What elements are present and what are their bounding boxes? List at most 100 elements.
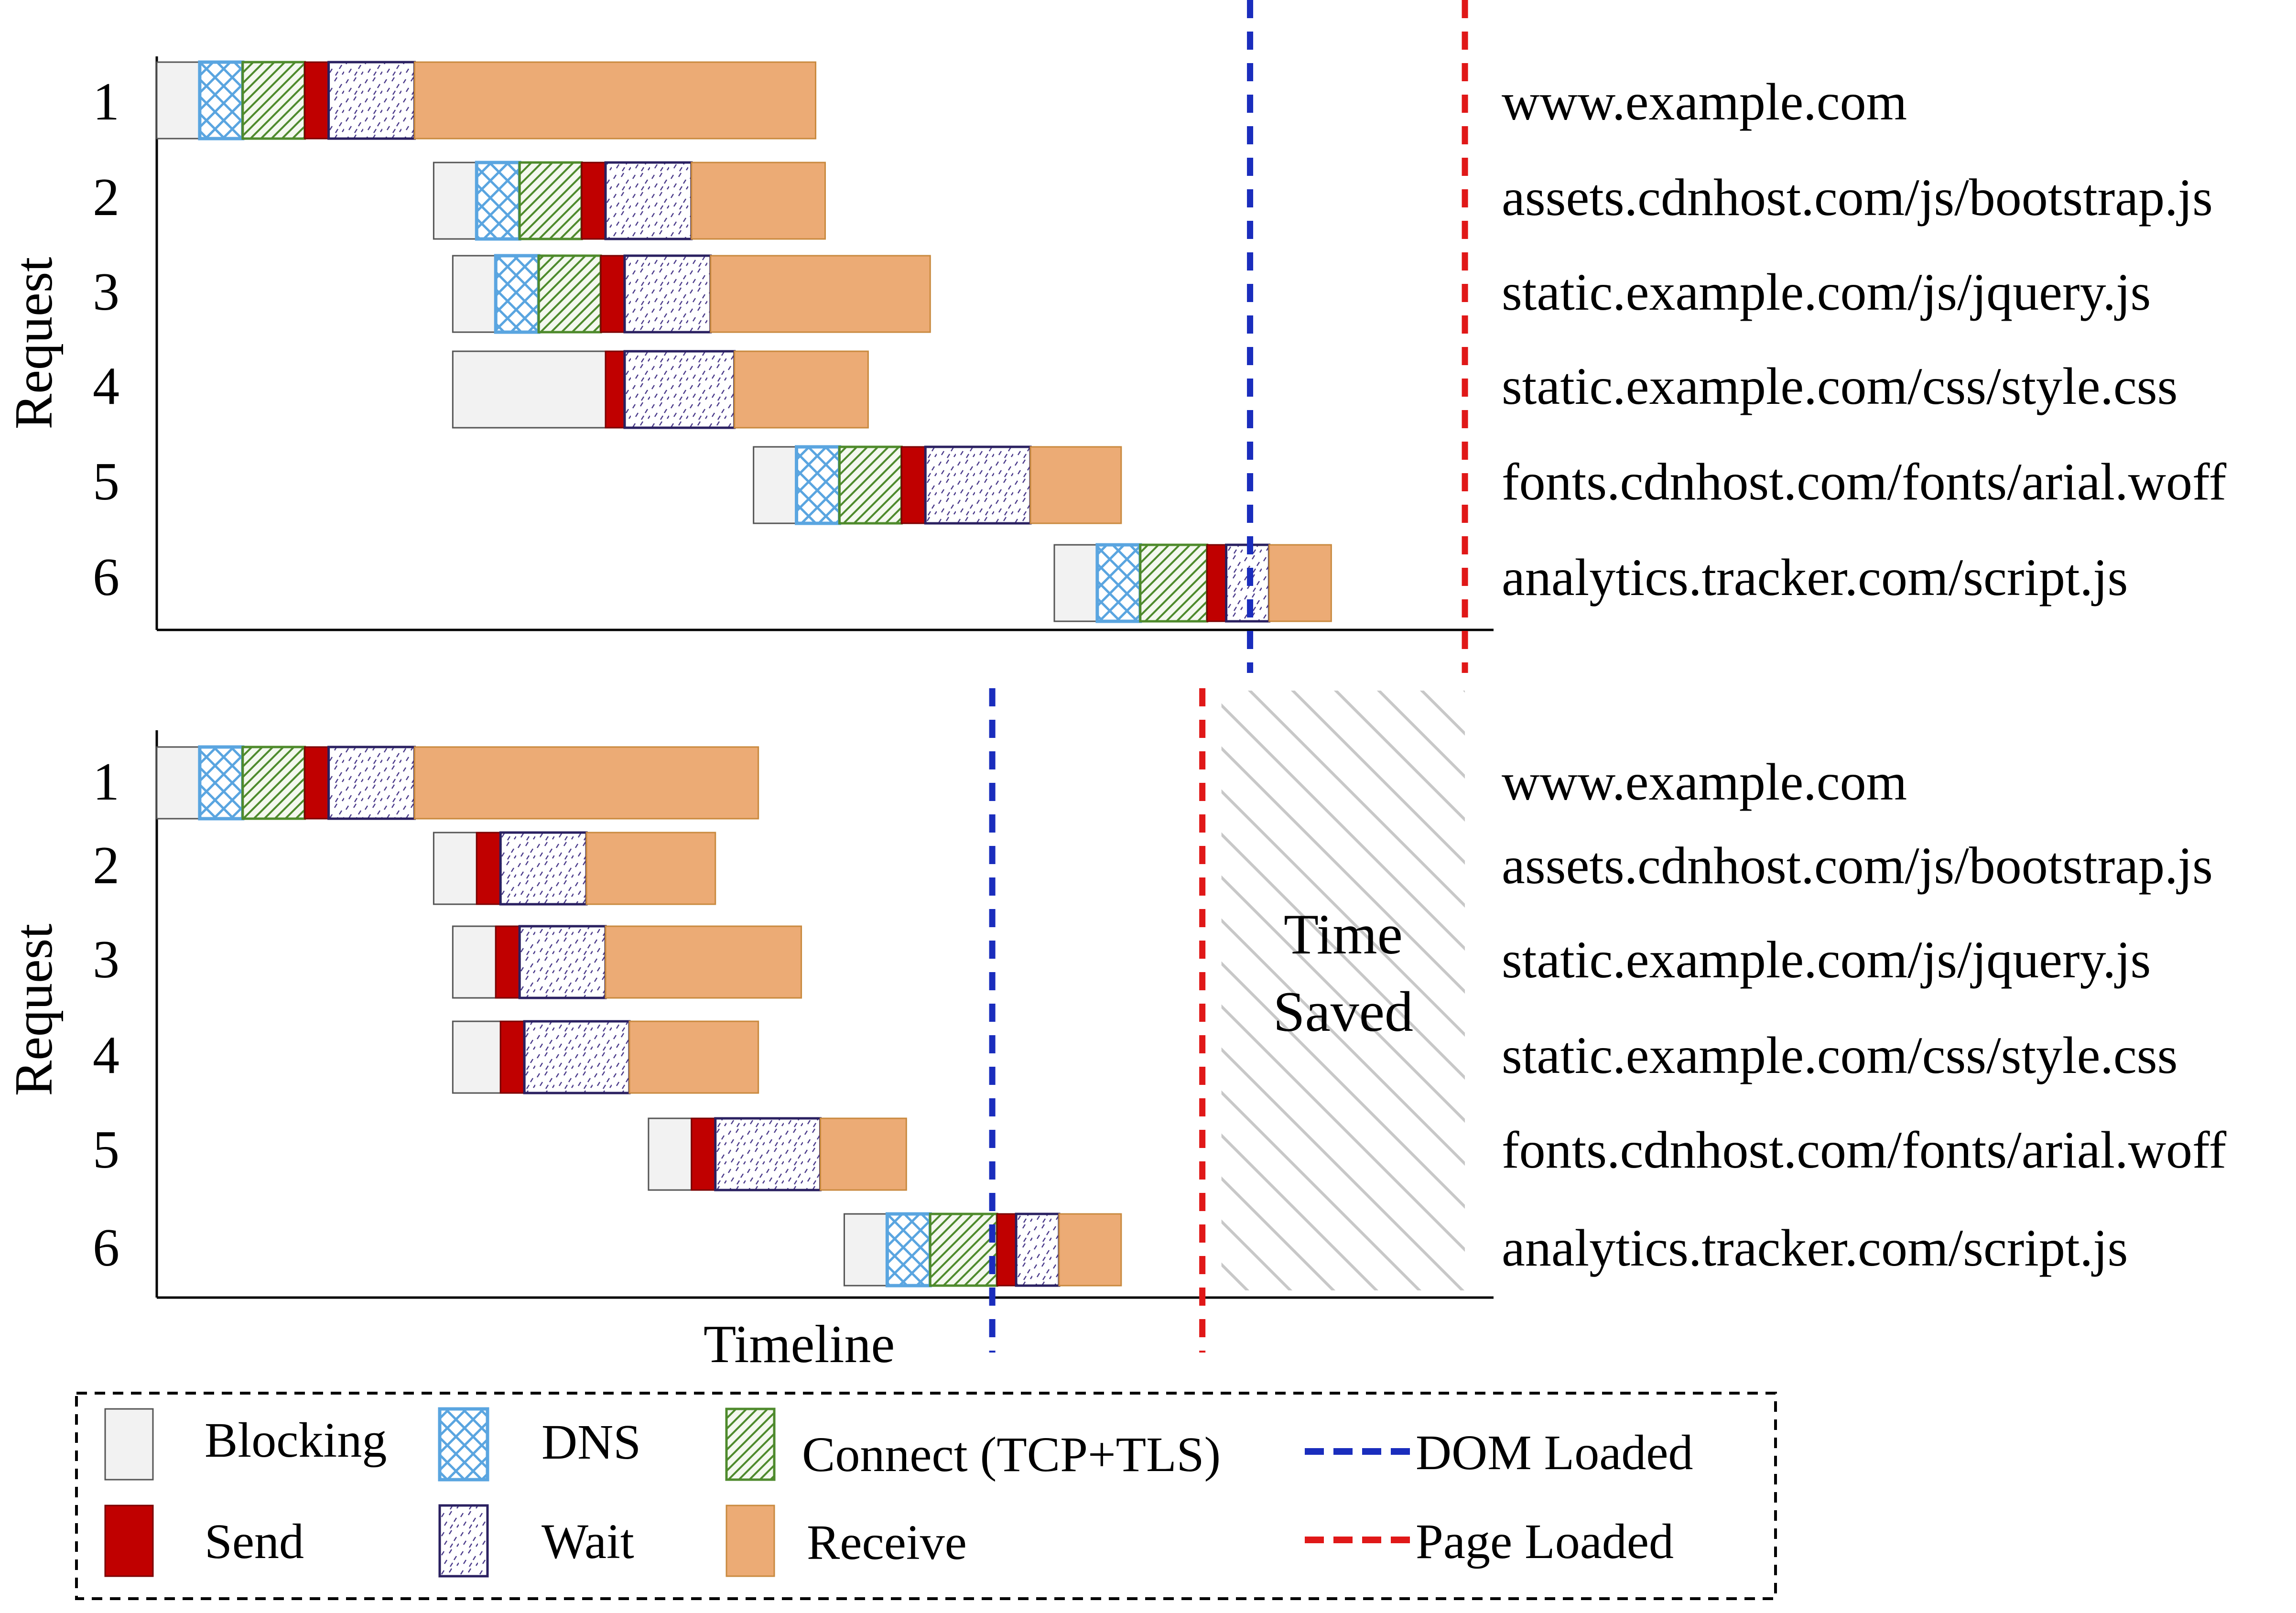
bar-segment-wait — [1015, 1212, 1061, 1287]
request-url: analytics.tracker.com/script.js — [1502, 1219, 2128, 1277]
bar-segment-receive — [1268, 544, 1332, 622]
request-number: 6 — [93, 1218, 119, 1277]
bar-segment-receive — [413, 61, 817, 140]
legend-label-connect: Connect (TCP+TLS) — [802, 1427, 1221, 1482]
bar-segment-dns — [198, 745, 245, 821]
request-row-2: 2 assets.cdnhost.com/js/bootstrap.js — [93, 161, 2213, 241]
request-number: 2 — [93, 168, 119, 227]
bar-segment-wait — [604, 161, 693, 240]
bar-segment-blocking — [1053, 544, 1098, 622]
request-url: static.example.com/js/jquery.js — [1502, 931, 2151, 989]
legend-swatch-dns — [438, 1407, 489, 1482]
request-url: fonts.cdnhost.com/fonts/arial.woff — [1502, 453, 2227, 511]
bar-segment-connect — [929, 1212, 998, 1287]
bar-segment-connect — [518, 161, 583, 240]
legend-label-dns: DNS — [542, 1415, 641, 1470]
bar-segment-send — [476, 832, 501, 905]
request-number: 5 — [93, 452, 119, 511]
bar-segment-dns — [885, 1212, 932, 1288]
request-url: static.example.com/js/jquery.js — [1502, 263, 2151, 321]
bar-segment-wait — [523, 1020, 631, 1094]
request-url: www.example.com — [1502, 73, 1907, 131]
bar-segment-receive — [820, 1117, 907, 1191]
request-row-5: 5 fonts.cdnhost.com/fonts/arial.woff — [93, 1117, 2227, 1191]
legend-frame — [75, 1392, 1777, 1600]
request-number: 5 — [93, 1120, 119, 1180]
bar-segment-blocking — [452, 1020, 501, 1094]
bar-segment-dns — [475, 161, 521, 241]
bar-segment-wait — [623, 350, 736, 429]
y-axis-label: Request — [4, 257, 64, 430]
bar-segment-connect — [241, 61, 306, 140]
bar-segment-blocking — [753, 446, 798, 524]
bar-segment-send — [304, 746, 330, 820]
bar-segment-dns — [795, 445, 841, 525]
legend-swatch-blocking — [104, 1408, 154, 1481]
bar-segment-send — [1206, 544, 1227, 622]
bar-segment-wait — [714, 1117, 822, 1191]
bar-segment-blocking — [433, 832, 477, 905]
bar-segment-send — [581, 162, 606, 240]
legend-swatch-receive — [726, 1505, 775, 1577]
request-row-3: 3 static.example.com/js/jquery.js — [93, 254, 2151, 334]
bar-segment-connect — [537, 254, 602, 334]
bar-segment-blocking — [452, 925, 497, 999]
bar-segment-receive — [710, 255, 931, 333]
bar-segment-connect — [1139, 543, 1209, 623]
legend-label-dom: DOM Loaded — [1416, 1425, 1693, 1480]
legend-label-send: Send — [205, 1514, 304, 1569]
legend-label-blocking: Blocking — [205, 1413, 387, 1468]
bar-segment-wait — [327, 746, 416, 820]
request-url: www.example.com — [1502, 753, 1907, 811]
bar-segment-blocking — [452, 255, 497, 333]
bar-segment-receive — [585, 832, 716, 905]
request-url: analytics.tracker.com/script.js — [1502, 548, 2128, 606]
bar-segment-wait — [499, 831, 588, 906]
bar-segment-blocking — [156, 746, 201, 820]
request-number: 3 — [93, 262, 119, 322]
bar-segment-blocking — [452, 350, 606, 429]
bar-segment-receive — [413, 746, 759, 820]
legend-swatch-send — [104, 1505, 154, 1577]
time-saved-label: Saved — [1273, 980, 1413, 1043]
bar-segment-connect — [838, 445, 903, 525]
request-number: 4 — [93, 1026, 119, 1085]
request-row-1: 1 www.example.com — [93, 745, 1907, 821]
time-saved-region — [1221, 691, 1465, 1290]
legend-swatch-wait — [438, 1504, 489, 1578]
bar-segment-wait — [623, 254, 712, 334]
legend-swatch-connect — [725, 1407, 776, 1481]
legend-label-wait: Wait — [542, 1514, 634, 1569]
bar-segment-wait — [518, 925, 607, 999]
bar-segment-wait — [327, 61, 416, 140]
bar-segment-blocking — [648, 1117, 693, 1191]
bar-segment-receive — [1058, 1213, 1122, 1287]
legend-label-receive: Receive — [807, 1515, 967, 1570]
request-row-6: 6 analytics.tracker.com/script.js — [93, 543, 2128, 623]
bar-segment-dns — [1095, 543, 1142, 623]
bar-segment-send — [996, 1213, 1017, 1287]
request-url: assets.cdnhost.com/js/bootstrap.js — [1502, 836, 2213, 895]
request-url: assets.cdnhost.com/js/bootstrap.js — [1502, 168, 2213, 227]
bar-segment-send — [900, 446, 926, 524]
bar-segment-receive — [628, 1020, 759, 1094]
request-url: fonts.cdnhost.com/fonts/arial.woff — [1502, 1121, 2227, 1179]
bar-segment-send — [691, 1117, 716, 1191]
bar-segment-send — [600, 255, 626, 333]
bar-segment-dns — [494, 254, 541, 334]
request-row-6: 6 analytics.tracker.com/script.js — [93, 1212, 2128, 1288]
request-number: 6 — [93, 548, 119, 607]
bar-segment-send — [499, 1020, 525, 1094]
bar-segment-dns — [198, 60, 245, 141]
request-url: static.example.com/css/style.css — [1502, 1026, 2177, 1084]
bar-segment-receive — [691, 162, 826, 240]
bar-segment-send — [605, 350, 626, 429]
request-row-4: 4 static.example.com/css/style.css — [93, 1020, 2177, 1094]
request-number: 1 — [93, 752, 119, 812]
